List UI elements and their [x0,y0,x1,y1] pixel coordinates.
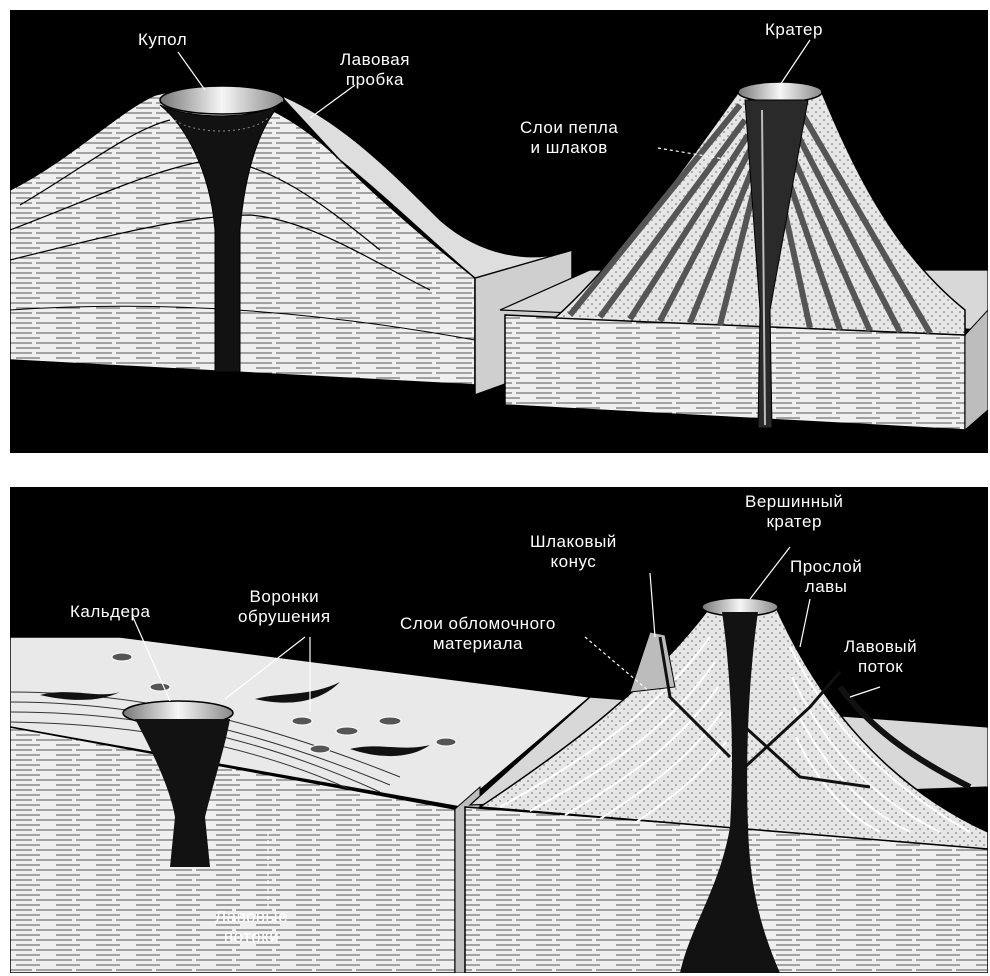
lava-flows-label-line2: потоки [215,927,288,947]
ash-cinder-layers-label: Слои пепла и шлаков [520,118,618,158]
cinder-cone-label: Шлаковый конус [530,532,617,572]
lava-flow-label: Лавовый поток [844,637,917,677]
summit-crater-label-line2: кратер [745,512,843,532]
summit-crater-label-line1: Вершинный [745,492,843,512]
lava-plug-label-line1: Лавовая [340,50,410,70]
crater-label: Кратер [765,20,823,40]
ash-cinder-layers-label-line1: Слои пепла [520,118,618,138]
lava-interlayer-label-line1: Прослой [790,557,862,577]
lava-flows-label: Лавовые потоки [215,907,288,947]
ash-cinder-layers-label-line2: и шлаков [520,138,618,158]
lava-flow-label-line1: Лавовый [844,637,917,657]
collapse-pits-label-line1: Воронки [238,587,331,607]
caldera-label: Кальдера [70,602,150,622]
top-diagram-svg [10,10,988,453]
lava-flow-label-line2: поток [844,657,917,677]
summit-crater-label: Вершинный кратер [745,492,843,532]
cinder-cone-label-line2: конус [530,552,617,572]
dome-label: Купол [138,30,187,50]
lava-interlayer-label-line2: лавы [790,577,862,597]
clastic-layers-label: Слои обломочного материала [400,614,556,654]
collapse-pits-label: Воронки обрушения [238,587,331,627]
cinder-cone-label-line1: Шлаковый [530,532,617,552]
clastic-layers-label-line1: Слои обломочного [400,614,556,634]
collapse-pits-label-line2: обрушения [238,607,331,627]
lava-interlayer-label: Прослой лавы [790,557,862,597]
lava-plug-label: Лавовая пробка [340,50,410,90]
lava-plug-label-line2: пробка [340,70,410,90]
clastic-layers-label-line2: материала [400,634,556,654]
lava-dome-block [10,86,572,395]
lava-flows-label-line1: Лавовые [215,907,288,927]
bottom-panel: Вершинный кратер Шлаковый конус Прослой … [10,487,988,973]
top-panel: Купол Лавовая пробка Кратер Слои пепла и… [10,10,988,453]
